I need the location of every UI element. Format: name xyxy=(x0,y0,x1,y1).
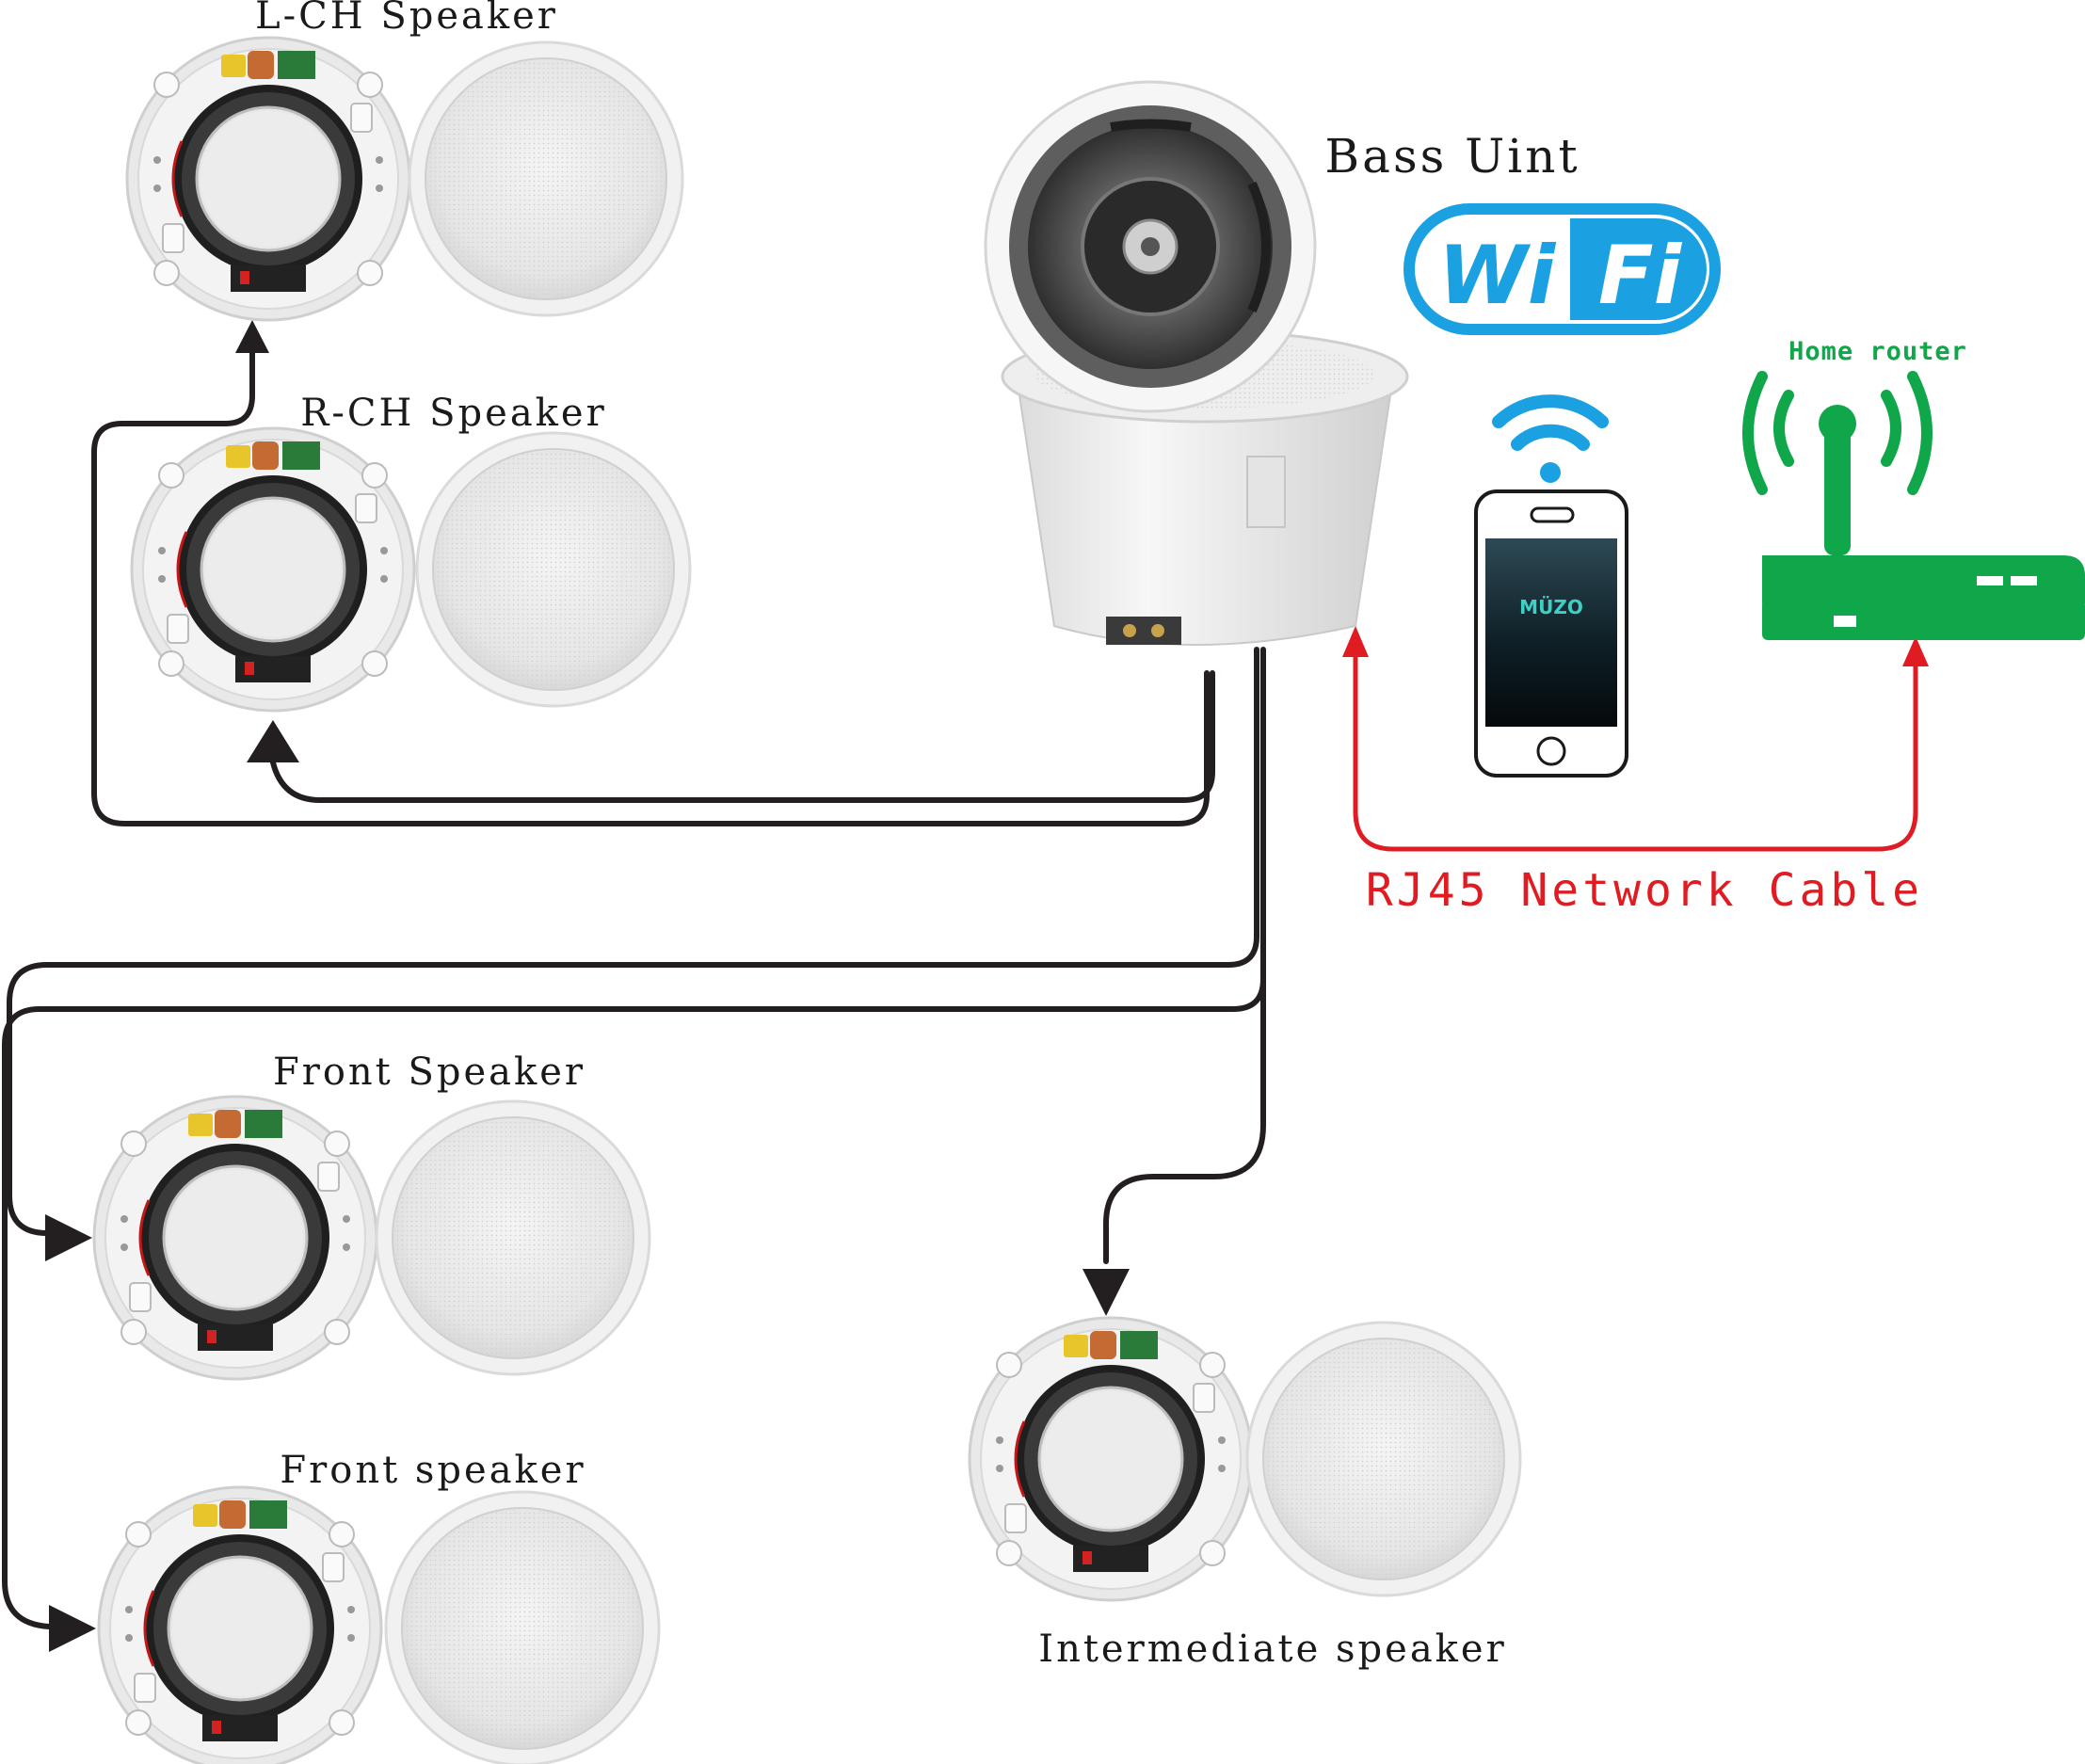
speaker-open-icon xyxy=(130,426,416,713)
wire-front2 xyxy=(2,647,1266,1629)
arrow-rch xyxy=(247,720,299,762)
speaker-open-icon xyxy=(97,1485,383,1764)
lch-speaker xyxy=(125,36,684,322)
wire-rch xyxy=(270,670,1215,803)
smartphone-icon: MÜZO xyxy=(1474,489,1628,778)
arrow-router xyxy=(1902,636,1929,666)
wifi-signal-icon xyxy=(1492,394,1609,483)
front-speaker-1 xyxy=(92,1095,651,1381)
arrow-front2 xyxy=(49,1605,96,1652)
arrow-intermediate xyxy=(1083,1269,1130,1316)
subwoofer-icon xyxy=(984,80,1409,646)
speaker-grille-icon xyxy=(375,1099,651,1376)
arrow-front1 xyxy=(45,1214,92,1261)
speaker-grille-icon xyxy=(408,40,684,317)
front-speaker-2 xyxy=(97,1485,661,1764)
rch-label: R-CH Speaker xyxy=(300,392,606,435)
front-speaker-2-label: Front speaker xyxy=(280,1449,585,1492)
front-speaker-1-label: Front Speaker xyxy=(273,1050,585,1094)
intermediate-label: Intermediate speaker xyxy=(1038,1628,1506,1671)
wifi-left-text: Wi xyxy=(1438,229,1557,323)
speaker-wires xyxy=(2,341,1266,1629)
arrow-bass xyxy=(1342,626,1369,657)
arrow-lch xyxy=(235,320,269,353)
speaker-open-icon xyxy=(968,1316,1254,1602)
wire-lch xyxy=(91,341,1210,826)
rj45-cable xyxy=(1353,654,1918,852)
speaker-grille-icon xyxy=(415,431,692,708)
wire-intermediate xyxy=(1103,675,1266,1264)
wire-front1 xyxy=(7,647,1259,1236)
speaker-open-icon xyxy=(92,1095,378,1381)
cable-arrows xyxy=(1342,626,1929,666)
rch-speaker xyxy=(130,426,692,713)
speaker-open-icon xyxy=(125,36,411,322)
speaker-grille-icon xyxy=(1245,1321,1522,1597)
bass-unit xyxy=(984,80,1409,646)
router-label: Home router xyxy=(1788,337,1967,366)
lch-label: L-CH Speaker xyxy=(255,0,558,38)
phone-app-label: MÜZO xyxy=(1519,596,1583,618)
speaker-grille-icon xyxy=(384,1490,661,1764)
bass-label: Bass Uint xyxy=(1324,129,1580,184)
cable-label: RJ45 Network Cable xyxy=(1366,864,1923,917)
wifi-logo-icon: Wi Fi xyxy=(1403,203,1721,335)
router-icon xyxy=(1742,371,2085,640)
intermediate-speaker xyxy=(968,1316,1522,1602)
wifi-right-text: Fi xyxy=(1598,229,1683,323)
